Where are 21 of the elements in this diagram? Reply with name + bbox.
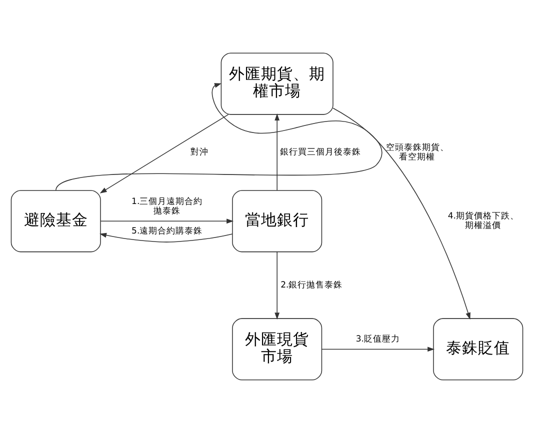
node-box: 當地銀行 (232, 190, 322, 252)
node-box: 泰銖貶值 (433, 318, 524, 380)
edge-label: 對沖 (190, 148, 209, 158)
arrow (55, 83, 382, 191)
node-box: 避險基金 (10, 190, 101, 252)
node-box: 外匯現貨市場 (232, 318, 322, 380)
edge-label: 銀行買三個月後泰銖 (280, 148, 362, 158)
edge-label: 1.三個月遠期合約拋泰銖 (132, 196, 203, 216)
edge-label: 4.期貨價格下跌、期權溢價 (448, 212, 519, 231)
arrow (332, 108, 470, 320)
arrow (274, 114, 280, 191)
edge-label: 5.遠期合約購泰銖 (132, 226, 203, 236)
edge-label: 空頭泰銖期貨、看空期權 (386, 142, 450, 162)
node-box: 外匯期貨、期權市場 (220, 52, 334, 115)
edge-label: 2.銀行拋售泰銖 (280, 280, 343, 290)
arrow (100, 232, 233, 242)
arrow (322, 346, 435, 352)
arrow (100, 114, 229, 194)
arrow (274, 252, 280, 320)
arrow (100, 218, 234, 224)
edge-label: 3.貶值壓力 (356, 334, 400, 344)
